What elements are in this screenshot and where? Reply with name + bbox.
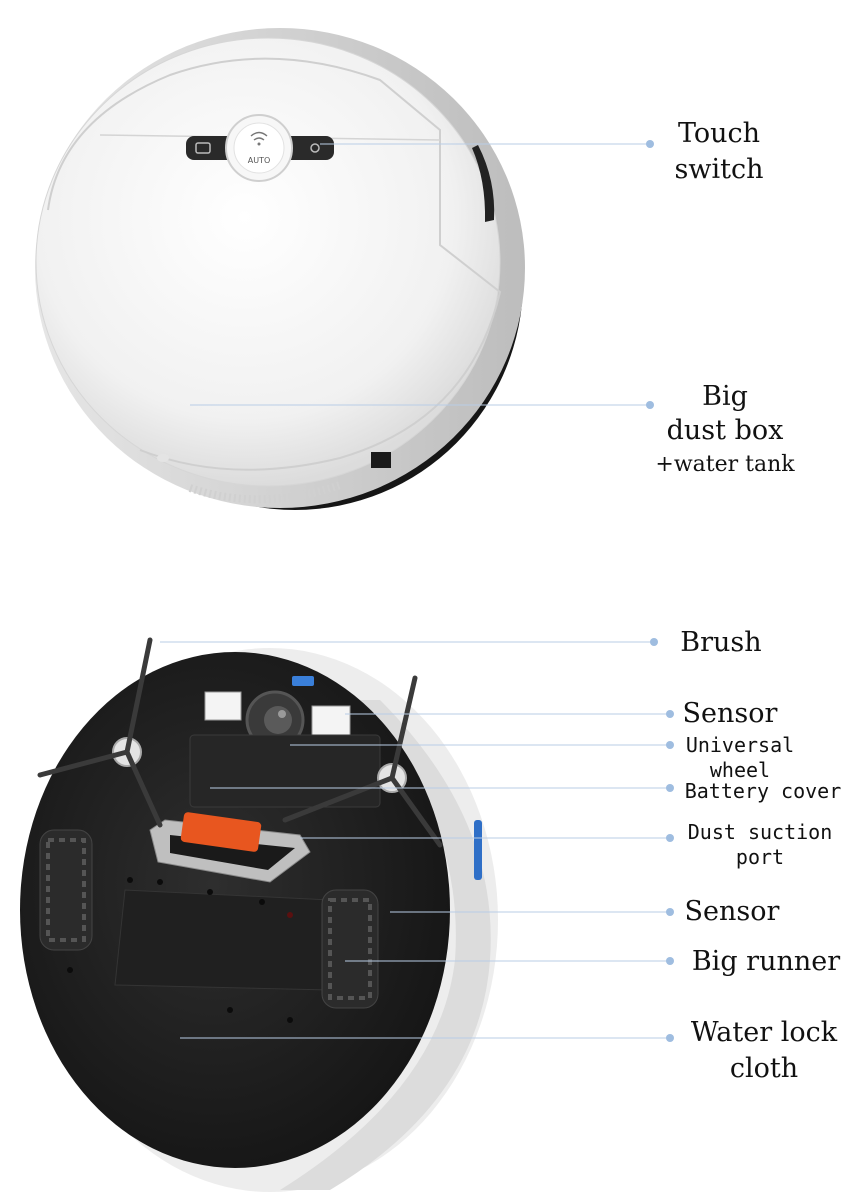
- orange-brush-roll: [180, 812, 262, 852]
- screw-holes: [67, 877, 293, 1023]
- top-view-robot: AUTO: [35, 28, 525, 510]
- side-brush-right: [282, 675, 443, 848]
- universal-wheel-hub: [264, 706, 292, 734]
- leader-dot-big-runner: [666, 957, 674, 965]
- auto-button-label: AUTO: [248, 156, 271, 165]
- leader-dot-dust-box: [646, 401, 654, 409]
- label-sensor-side: Sensor: [684, 896, 780, 927]
- cliff-sensor-left: [204, 691, 242, 721]
- charge-indicator: [292, 676, 314, 686]
- top-surface: [35, 37, 501, 487]
- label-sensor-top: Sensor: [682, 698, 778, 729]
- label-dust-suction-port: Dust suction port: [687, 820, 833, 869]
- bottom-view-robot: [20, 637, 498, 1192]
- leader-dot-battery-cover: [666, 784, 674, 792]
- leader-dot-universal-wheel: [666, 741, 674, 749]
- label-dust-box: Big dust box +water tank: [655, 381, 795, 477]
- label-touch-switch: Touch switch: [674, 118, 764, 185]
- leader-dot-touch-switch: [646, 140, 654, 148]
- water-tank-cover: [114, 889, 331, 991]
- leader-dot-suction-port: [666, 834, 674, 842]
- right-drive-wheel: [321, 889, 379, 1009]
- label-universal-wheel: Universal wheel: [685, 733, 795, 782]
- label-big-runner: Big runner: [691, 946, 841, 977]
- left-drive-wheel: [39, 829, 93, 951]
- wifi-icon: [250, 131, 268, 137]
- side-edge-sensor: [474, 820, 482, 880]
- spot-button-icon: [310, 143, 320, 153]
- leader-dot-sensor-top: [666, 710, 674, 718]
- leader-lines: [160, 140, 674, 1042]
- side-sensor-slot: [472, 145, 495, 222]
- label-water-lock-cloth: Water lock cloth: [690, 1017, 838, 1084]
- lid-outline: [47, 57, 502, 471]
- charge-contact: [371, 452, 391, 468]
- label-battery-cover: Battery cover: [684, 779, 842, 803]
- status-led: [157, 454, 169, 462]
- auto-button-inner: [233, 122, 285, 174]
- front-grille: [188, 481, 342, 504]
- bottom-side-shell: [280, 700, 491, 1190]
- leader-dot-brush: [650, 638, 658, 646]
- leader-dot-water-lock-cloth: [666, 1034, 674, 1042]
- leader-dot-sensor-side: [666, 908, 674, 916]
- side-brush-left: [37, 637, 163, 828]
- cliff-sensor-right: [311, 705, 351, 737]
- home-button-icon: [195, 142, 211, 154]
- label-brush: Brush: [680, 627, 762, 658]
